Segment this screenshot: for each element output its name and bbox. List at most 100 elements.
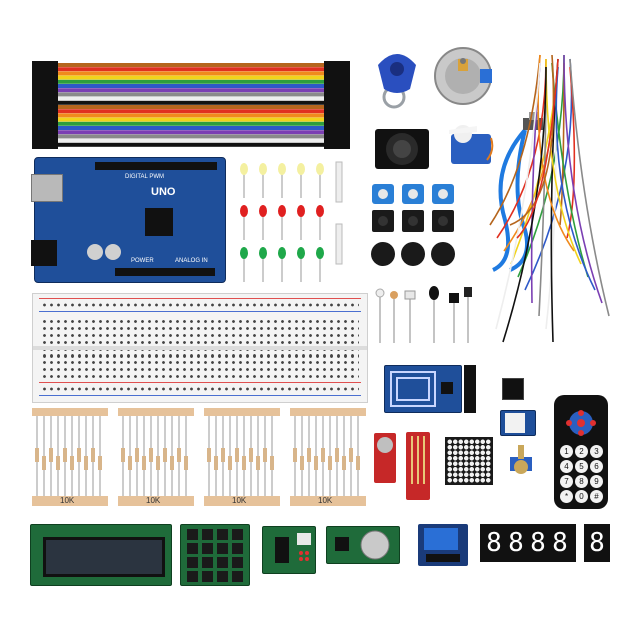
stepper-driver-board	[262, 526, 316, 574]
remote-key[interactable]: 6	[590, 460, 603, 473]
joystick-icon	[373, 125, 431, 173]
board-power-label: POWER	[131, 258, 154, 264]
stepper-motor-icon	[432, 45, 494, 107]
keypad-button	[217, 543, 228, 554]
resistor-strip-3: 10K	[204, 408, 280, 508]
remote-key[interactable]: #	[590, 490, 603, 503]
tact-button	[432, 210, 454, 232]
board-logo: UNO	[151, 186, 176, 198]
remote-key[interactable]: 4	[560, 460, 573, 473]
ir-receiver-module	[464, 365, 476, 413]
led	[259, 247, 267, 259]
remote-key[interactable]: *	[560, 490, 573, 503]
keypad-button	[187, 557, 198, 568]
resistor	[235, 448, 239, 462]
lcd-screen	[43, 537, 165, 577]
keypad-module	[180, 524, 250, 586]
resistor	[91, 448, 95, 462]
resistor	[263, 448, 267, 462]
resistor	[56, 456, 60, 470]
led	[259, 205, 267, 217]
keypad-button	[217, 557, 228, 568]
resistor	[63, 448, 67, 462]
resistor-label: 10K	[146, 496, 161, 505]
resistor	[349, 448, 353, 462]
tact-buttons	[370, 210, 456, 234]
resistor	[221, 448, 225, 462]
jumper-wires-icon	[480, 45, 610, 365]
small-components	[372, 285, 477, 345]
power-rail-top	[33, 298, 367, 314]
resistor	[214, 456, 218, 470]
resistor	[42, 456, 46, 470]
resistor	[300, 456, 304, 470]
led	[297, 163, 305, 175]
led	[240, 163, 248, 175]
rfid-reader-module	[384, 365, 462, 413]
resistor	[293, 448, 297, 462]
resistor	[170, 456, 174, 470]
led	[297, 205, 305, 217]
small-sensor-module	[502, 378, 524, 400]
rotary-potentiometer	[506, 443, 536, 479]
resistor	[77, 448, 81, 462]
breadboard	[32, 293, 368, 403]
remote-key[interactable]: 3	[590, 445, 603, 458]
remote-key[interactable]: 8	[575, 475, 588, 488]
resistor	[321, 448, 325, 462]
led	[316, 247, 324, 259]
keypad-button	[232, 529, 243, 540]
four-digit-seven-segment: 8 8 8 8	[480, 524, 576, 562]
resistor	[249, 448, 253, 462]
resistor-strip-2: 10K	[118, 408, 194, 508]
capacitor-2	[105, 244, 121, 260]
water-level-sensor	[406, 432, 430, 500]
remote-key[interactable]: 7	[560, 475, 573, 488]
ribbon-cable-graphic	[32, 61, 350, 149]
segment-digit: 8	[486, 528, 502, 558]
keypad-button	[202, 571, 213, 582]
remote-key[interactable]: 1	[560, 445, 573, 458]
board-analog-label: ANALOG IN	[175, 258, 208, 264]
remote-key[interactable]: 0	[575, 490, 588, 503]
remote-key[interactable]: 2	[575, 445, 588, 458]
keypad-button	[202, 543, 213, 554]
led	[278, 205, 286, 217]
terminal-strip-bottom	[41, 352, 359, 382]
resistor-label: 10K	[318, 496, 333, 505]
resistor	[184, 456, 188, 470]
ribbon-jumper-cable	[30, 55, 352, 155]
header-bottom	[115, 268, 215, 276]
keypad-button	[187, 571, 198, 582]
resistor	[270, 456, 274, 470]
tact-button	[372, 210, 394, 232]
sound-sensor-module	[374, 433, 396, 483]
resistor	[228, 456, 232, 470]
rfid-tag-icon	[372, 45, 422, 110]
resistor	[128, 456, 132, 470]
led	[240, 205, 248, 217]
remote-key[interactable]: 9	[590, 475, 603, 488]
relay-module	[418, 524, 468, 566]
led	[316, 205, 324, 217]
resistor-label: 10K	[60, 496, 75, 505]
resistor	[98, 456, 102, 470]
resistor	[177, 448, 181, 462]
led-set	[236, 158, 346, 288]
servo-icon	[447, 120, 495, 170]
led	[297, 247, 305, 259]
resistor	[307, 448, 311, 462]
resistor	[84, 456, 88, 470]
keypad-button	[187, 529, 198, 540]
keypad-button	[232, 543, 243, 554]
center-channel	[33, 346, 367, 350]
remote-key[interactable]: 5	[575, 460, 588, 473]
resistor	[142, 456, 146, 470]
keypad-button	[232, 571, 243, 582]
trim-potentiometers	[370, 182, 456, 206]
resistor	[149, 448, 153, 462]
dht-sensor-module	[500, 410, 536, 436]
resistor-label: 10K	[232, 496, 247, 505]
resistor	[335, 448, 339, 462]
